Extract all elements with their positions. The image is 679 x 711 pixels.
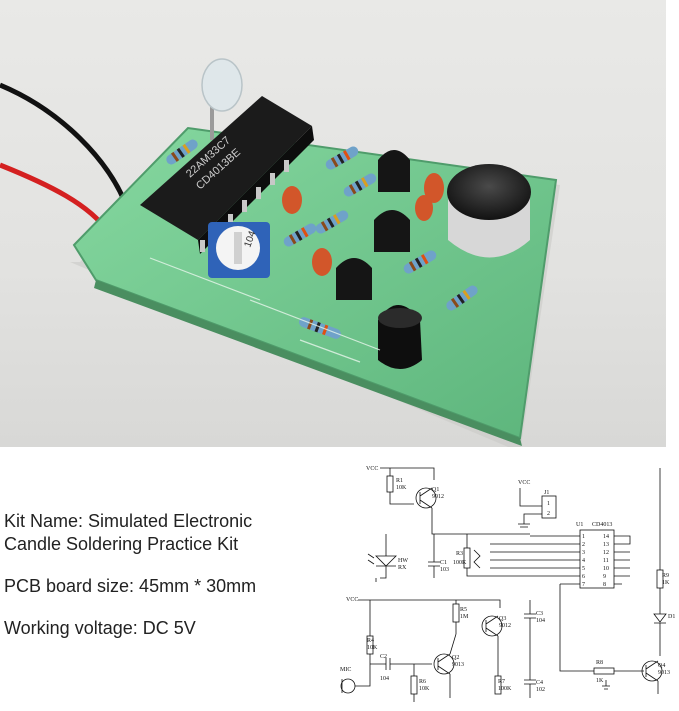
- c2-label: C2: [380, 654, 387, 660]
- r8-label: R8: [596, 660, 603, 666]
- clear-led-leg: [210, 95, 214, 140]
- svg-text:3: 3: [582, 550, 585, 556]
- r1-value: 10K: [396, 485, 407, 491]
- r4-value: 10K: [367, 645, 378, 651]
- working-voltage: Working voltage: DC 5V: [4, 618, 196, 638]
- q2-label: Q2: [452, 655, 459, 661]
- resistors: [166, 139, 478, 339]
- svg-text:7: 7: [582, 582, 585, 588]
- capacitors: [282, 173, 444, 276]
- svg-text:13: 13: [603, 542, 609, 548]
- r5-label: R5: [460, 607, 467, 613]
- svg-text:6: 6: [582, 574, 585, 580]
- svg-text:14: 14: [603, 534, 609, 540]
- vcc-label-top: VCC: [366, 466, 378, 472]
- svg-text:4: 4: [582, 558, 585, 564]
- c1-label: C1: [440, 560, 447, 566]
- svg-text:8: 8: [603, 582, 606, 588]
- r5-value: 1M: [460, 614, 469, 620]
- u1-label: U1: [576, 522, 583, 528]
- pcb-illustration: 22AM33C7 CD4013BE 104: [0, 58, 560, 447]
- kit-name: Kit Name: Simulated Electronic Candle So…: [4, 510, 334, 556]
- c4-label: C4: [536, 680, 543, 686]
- j1-label: J1: [544, 490, 549, 496]
- svg-text:12: 12: [603, 550, 609, 556]
- svg-text:11: 11: [603, 558, 609, 564]
- q2-value: 9013: [452, 662, 464, 668]
- d1-label: D1: [668, 614, 675, 620]
- q4-label: Q4: [658, 663, 665, 669]
- svg-text:9: 9: [603, 574, 606, 580]
- potentiometer: 104: [208, 222, 270, 278]
- r3-value: 100K: [453, 560, 467, 566]
- c3-label: C3: [536, 611, 543, 617]
- vcc-label-mid: VCC: [346, 597, 358, 603]
- transistors: [336, 150, 410, 300]
- q3-label: Q3: [499, 616, 506, 622]
- q1-label: Q1: [432, 487, 439, 493]
- q1-value: 9012: [432, 494, 444, 500]
- r1-label: R1: [396, 478, 403, 484]
- r3-label: R3: [456, 551, 463, 557]
- r6-label: R6: [419, 679, 426, 685]
- u1-chip: [579, 529, 615, 589]
- hw-label: HW: [398, 558, 408, 564]
- ir-led: [378, 305, 422, 369]
- j1-pin-2: 2: [547, 511, 550, 517]
- circuit-schematic: VCC R1 10K Q1 9012 VCC J1 1 2 U1 CD4013 …: [340, 458, 675, 706]
- svg-text:2: 2: [582, 542, 585, 548]
- u1-pins-left: 1 2 3 4 5 6 7: [582, 534, 585, 588]
- black-wire: [0, 82, 131, 211]
- vcc-label-j1: VCC: [518, 480, 530, 486]
- r9-value: 1K: [662, 580, 670, 586]
- mic-label: MIC: [340, 667, 351, 673]
- r8-value: 1K: [596, 678, 604, 684]
- product-photo: 22AM33C7 CD4013BE 104: [0, 0, 666, 447]
- q4-value: 9013: [658, 670, 670, 676]
- q3-value: 9012: [499, 623, 511, 629]
- r7-value: 100K: [498, 686, 512, 692]
- rx-label: RX: [398, 565, 407, 571]
- spec-list: Kit Name: Simulated Electronic Candle So…: [4, 510, 334, 659]
- c1-value: 103: [440, 567, 449, 573]
- red-wire: [0, 162, 111, 234]
- c4-value: 102: [536, 687, 545, 693]
- svg-text:5: 5: [582, 566, 585, 572]
- kit-name-line-1: Kit Name: Simulated Electronic: [4, 511, 253, 531]
- c3-value: 104: [536, 618, 545, 624]
- svg-text:10: 10: [603, 566, 609, 572]
- c2-value: 104: [380, 676, 389, 682]
- u1-pins-right: 14 13 12 11 10 9 8: [603, 534, 609, 588]
- clear-led: [201, 58, 243, 112]
- r7-label: R7: [498, 679, 505, 685]
- u1-part: CD4013: [592, 522, 612, 528]
- r9-label: R9: [662, 573, 669, 579]
- pcb-size: PCB board size: 45mm * 30mm: [4, 576, 257, 596]
- r6-value: 10K: [419, 686, 430, 692]
- svg-text:1: 1: [582, 534, 585, 540]
- r4-label: R4: [367, 638, 374, 644]
- kit-name-line-2: Candle Soldering Practice Kit: [4, 534, 239, 554]
- j1-pin-1: 1: [547, 501, 550, 507]
- microphone: [447, 164, 531, 258]
